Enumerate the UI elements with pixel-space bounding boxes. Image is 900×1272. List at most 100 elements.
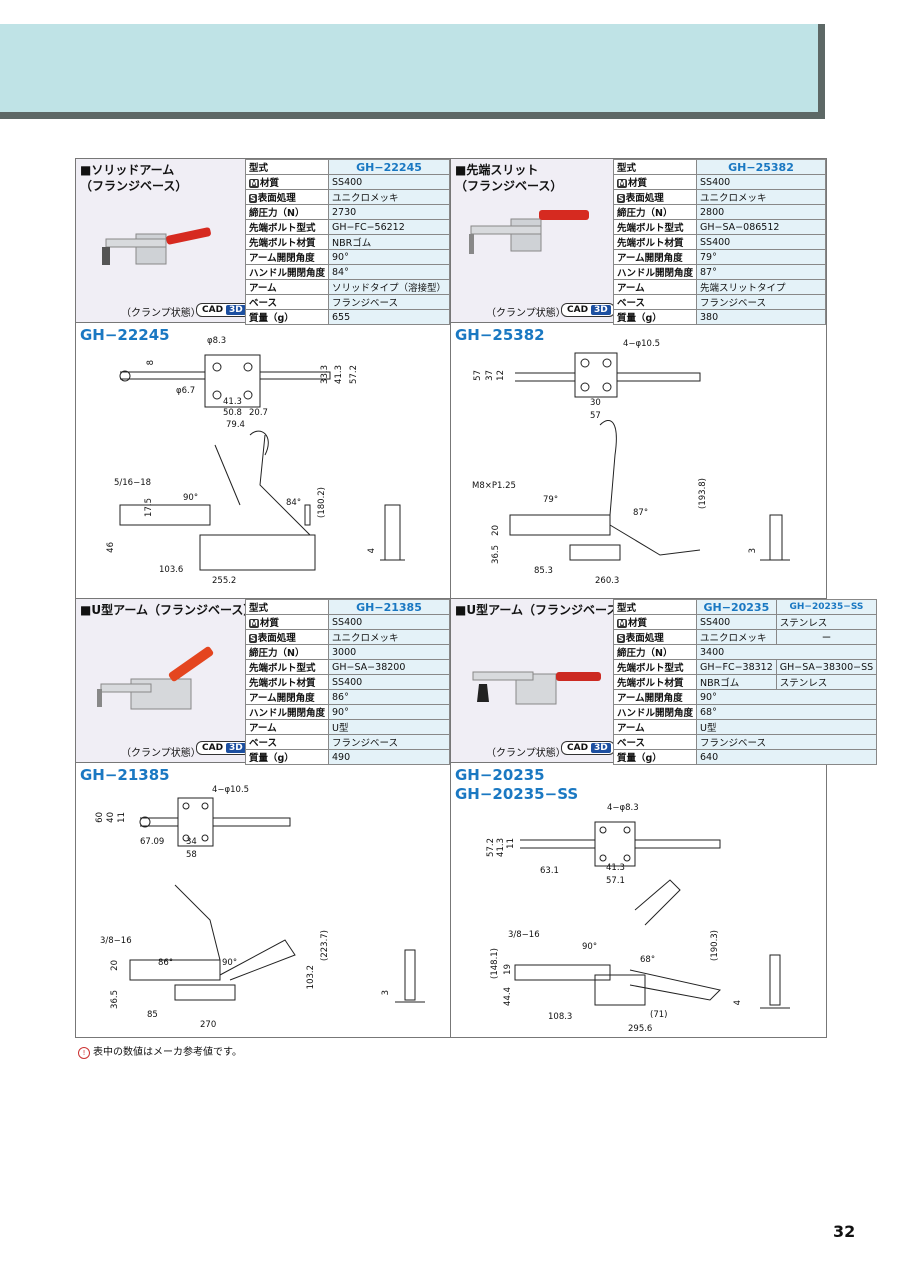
cad-3d-label: 3D: [226, 743, 246, 753]
dimension-label: 12: [496, 370, 506, 381]
spec-key: 先端ボルト材質: [612, 234, 698, 250]
spec-value: ステンレス: [775, 614, 878, 630]
dimension-label: 79°: [543, 495, 559, 505]
spec-key: 締圧力（N）: [244, 204, 330, 220]
dimension-label: 57: [590, 411, 601, 421]
dimension-label: 260.3: [595, 576, 620, 586]
spec-key: 先端ボルト型式: [244, 659, 330, 675]
spec-value: ユニクロメッキ: [696, 629, 777, 645]
spec-key: 先端ボルト型式: [612, 659, 698, 675]
dimension-label: 3: [381, 990, 391, 996]
spec-key: 質量（g）: [612, 309, 698, 325]
spec-value: ユニクロメッキ: [696, 189, 826, 205]
dimension-label: 86°: [158, 958, 174, 968]
spec-key: 型式: [244, 599, 330, 615]
spec-value: ステンレス: [775, 674, 878, 690]
spec-row: アームソリッドタイプ（溶接型）: [244, 279, 451, 295]
model-number: GH−20235: [696, 599, 777, 615]
technical-drawing-2: [509, 352, 790, 561]
spec-row: 質量（g）380: [612, 309, 826, 325]
spec-key: ハンドル開閉角度: [244, 264, 330, 280]
spec-value: フランジベース: [696, 294, 826, 310]
spec-value: GH−SA−38200: [328, 659, 450, 675]
spec-key: 質量（g）: [244, 309, 330, 325]
dimension-label: 60: [95, 812, 105, 823]
spec-badge-icon: S: [249, 194, 257, 203]
section-title: ■U型アーム（フランジベース）: [80, 603, 256, 617]
dimension-label: φ8.3: [207, 336, 227, 346]
dimension-label: 3/8−16: [100, 936, 132, 946]
spec-key: アーム: [244, 279, 330, 295]
spec-value: フランジベース: [328, 734, 450, 750]
spec-row: アーム先端スリットタイプ: [612, 279, 826, 295]
spec-key: 先端ボルト型式: [612, 219, 698, 235]
spec-key: アーム開閉角度: [612, 249, 698, 265]
dimension-label: 20: [491, 525, 501, 536]
dimension-label: 67.09: [140, 837, 165, 847]
spec-value: 84°: [328, 264, 451, 280]
spec-row: ベースフランジベース: [612, 294, 826, 310]
model-heading: GH−25382: [455, 326, 545, 344]
spec-value: 87°: [696, 264, 826, 280]
spec-value: NBRゴム: [696, 674, 777, 690]
spec-key: 先端ボルト材質: [244, 234, 330, 250]
dimension-label: 30: [590, 398, 601, 408]
dimension-label: 50.8: [223, 408, 242, 418]
spec-key: 先端ボルト材質: [612, 674, 698, 690]
dimension-label: 87°: [633, 508, 649, 518]
spec-key: ベース: [612, 734, 698, 750]
spec-value: NBRゴム: [328, 234, 451, 250]
dimension-label: 63.1: [540, 866, 559, 876]
spec-value: SS400: [328, 614, 450, 630]
spec-value: SS400: [696, 234, 826, 250]
spec-badge-icon: M: [617, 179, 627, 188]
spec-key: アーム: [612, 719, 698, 735]
spec-value: SS400: [328, 174, 451, 190]
technical-drawing-3: [129, 797, 425, 1003]
dimension-label: 58: [186, 850, 197, 860]
spec-value: SS400: [696, 614, 777, 630]
cad-3d-label: 3D: [226, 305, 246, 315]
dimension-label: (180.2): [317, 487, 327, 518]
spec-key: ベース: [244, 734, 330, 750]
spec-key: 型式: [612, 599, 698, 615]
dimension-label: 4: [733, 1000, 743, 1006]
cad-3d-label: 3D: [591, 305, 611, 315]
spec-value: SS400: [696, 174, 826, 190]
spec-row: ベースフランジベース: [244, 734, 450, 750]
dimension-label: 57.2: [349, 365, 359, 384]
clamp-state-note: （クランプ状態）: [121, 308, 201, 319]
dimension-label: 41.3: [606, 863, 625, 873]
spec-key: アーム開閉角度: [612, 689, 698, 705]
section-title: ■先端スリット （フランジベース）: [455, 163, 563, 193]
dimension-label: 90°: [582, 942, 598, 952]
dimension-label: 4−φ8.3: [607, 803, 639, 813]
spec-value: GH−SA−086512: [696, 219, 826, 235]
dimension-label: 57.1: [606, 876, 625, 886]
spec-key: ベース: [244, 294, 330, 310]
spec-value: 2800: [696, 204, 826, 220]
model-number: GH−21385: [328, 599, 450, 615]
spec-value: 86°: [328, 689, 450, 705]
dimension-label: 8: [146, 360, 156, 366]
dimension-label: 40: [106, 812, 116, 823]
dimension-label: 108.3: [548, 1012, 573, 1022]
spec-key: 締圧力（N）: [244, 644, 330, 660]
